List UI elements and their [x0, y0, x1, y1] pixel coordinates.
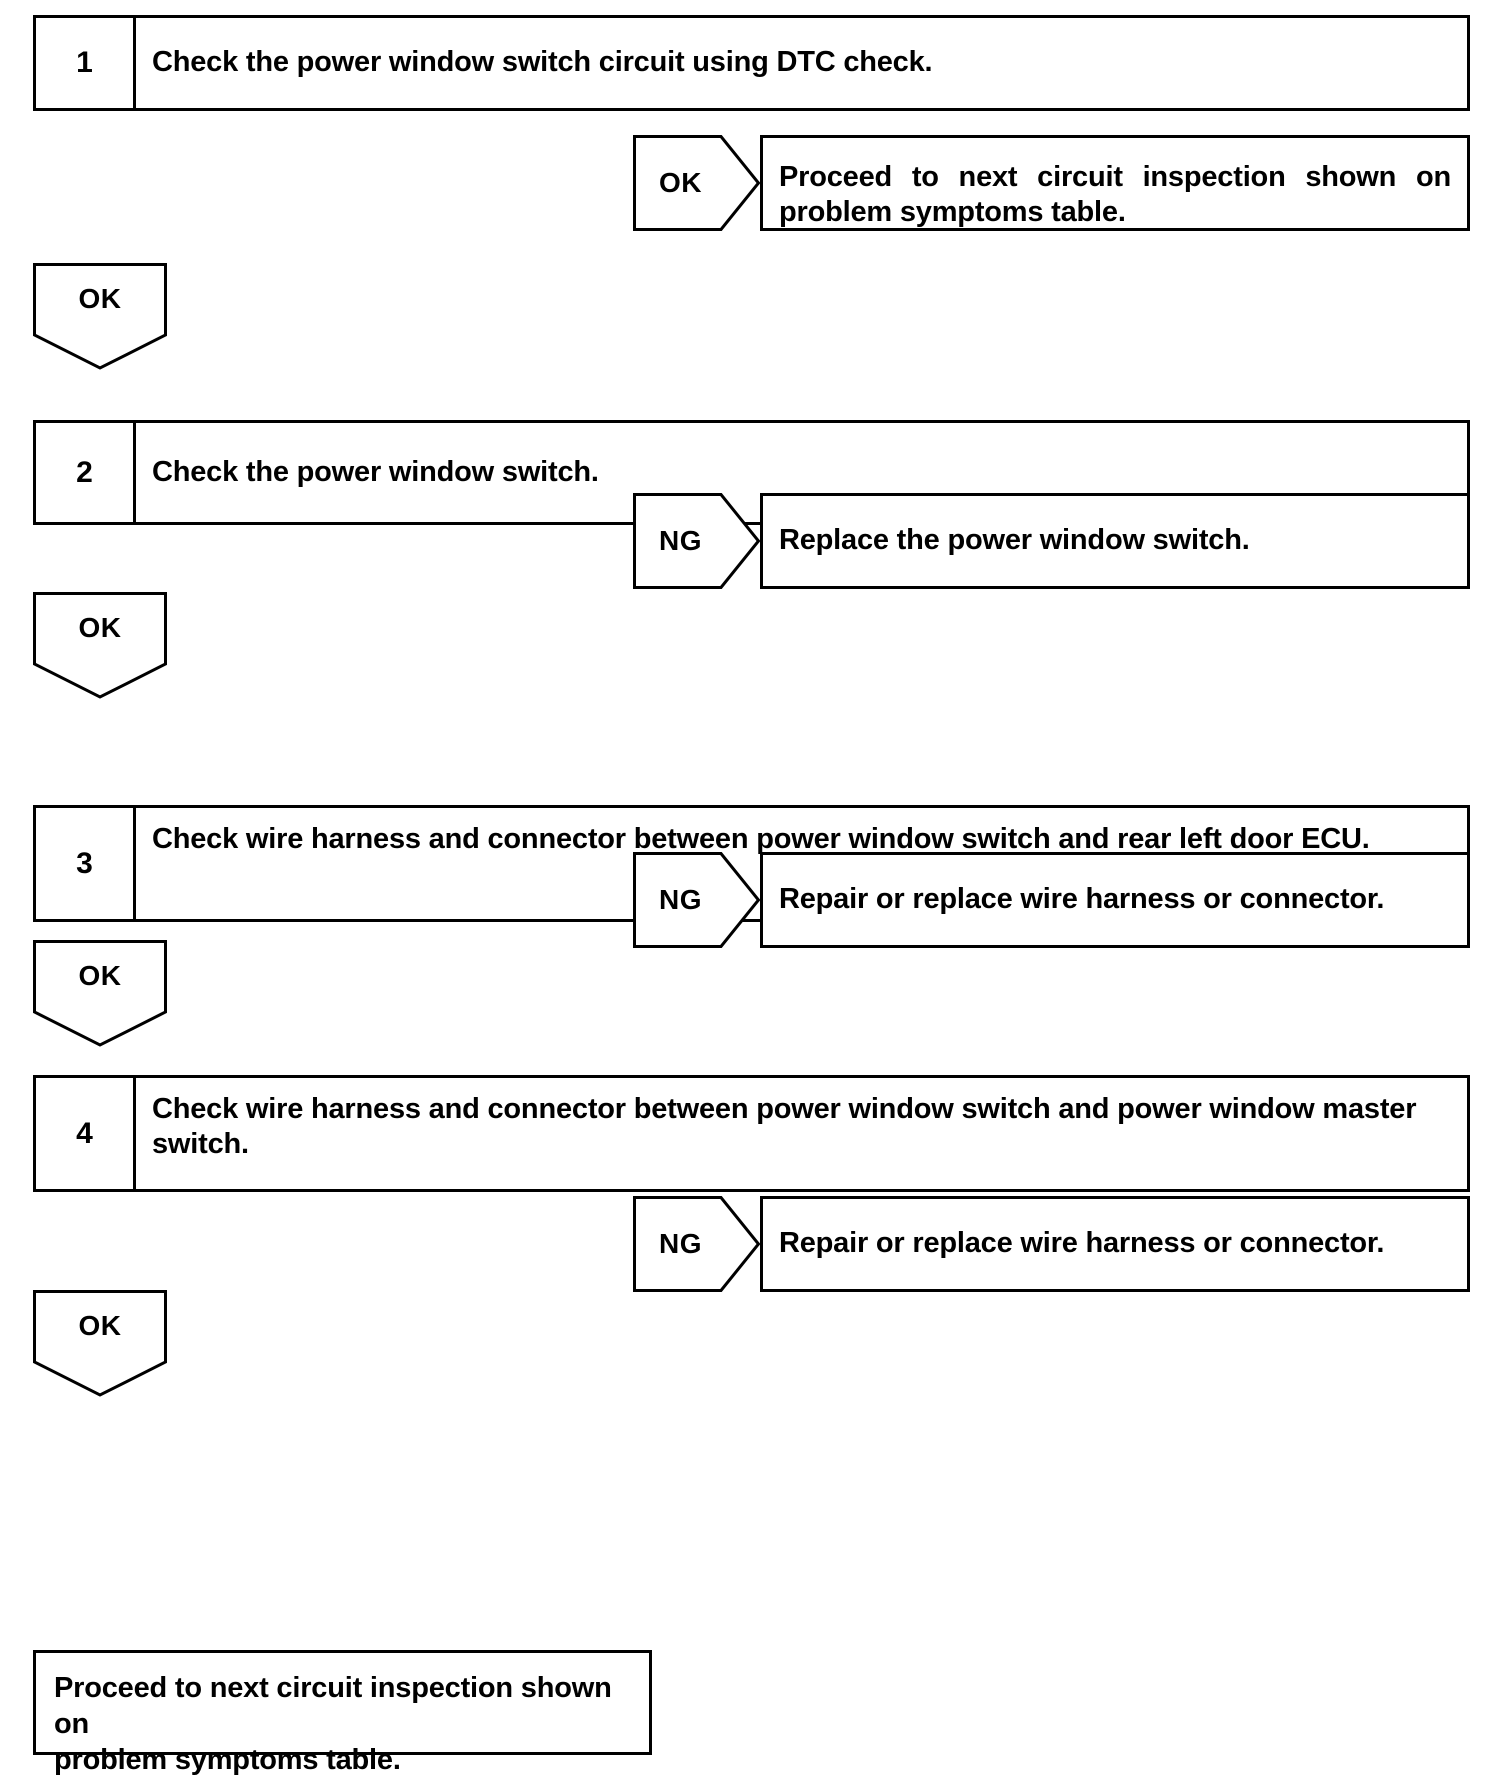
judgement-label-3: NG: [659, 884, 702, 915]
branch-row-3: NG Repair or replace wire harness or con…: [633, 852, 1470, 948]
result-box-2: Replace the power window switch.: [760, 493, 1470, 589]
step-text-4: Check wire harness and connector between…: [152, 1093, 1417, 1161]
branch-row-4: NG Repair or replace wire harness or con…: [633, 1196, 1470, 1292]
continue-label-2: OK: [78, 612, 122, 643]
continue-label-1: OK: [78, 283, 122, 314]
continue-pennant-3: OK: [33, 940, 167, 1047]
step-box-2: 2 Check the power window switch.: [33, 420, 1470, 525]
step-text-3: Check wire harness and connector between…: [152, 823, 1370, 855]
continue-pennant-1: OK: [33, 263, 167, 370]
judgement-label-4: NG: [659, 1228, 702, 1259]
terminal-box: Proceed to next circuit inspection shown…: [33, 1650, 652, 1776]
step-box-4: 4 Check wire harness and connector betwe…: [33, 1075, 1470, 1192]
result-box-1: Proceed to next circuit inspection shown…: [760, 135, 1470, 231]
result-box-2-line1: Replace the power window switch.: [779, 524, 1250, 557]
continue-pennant-2: OK: [33, 592, 167, 699]
branch-row-2: NG Replace the power window switch.: [633, 493, 1470, 589]
judgement-pennant-4: NG: [633, 1196, 760, 1292]
step-box-1: 1 Check the power window switch circuit …: [33, 15, 1470, 111]
continue-label-3: OK: [78, 960, 122, 991]
step-number-3: 3: [36, 808, 136, 919]
judgement-label-2: NG: [659, 525, 702, 556]
result-box-1-line2: problem symptoms table.: [779, 196, 1126, 229]
result-box-3-line1: Repair or replace wire harness or connec…: [779, 883, 1385, 916]
result-box-4-line1: Repair or replace wire harness or connec…: [779, 1227, 1385, 1260]
step-number-1: 1: [36, 18, 136, 108]
step-number-4: 4: [36, 1078, 136, 1189]
continue-label-4: OK: [78, 1310, 122, 1341]
terminal-line1: Proceed to next circuit inspection shown…: [54, 1672, 612, 1740]
result-box-1-line1: Proceed to next circuit inspection shown…: [779, 161, 1451, 193]
step-number-2: 2: [36, 423, 136, 522]
step-text-2: Check the power window switch.: [152, 455, 599, 488]
continue-pennant-4: OK: [33, 1290, 167, 1397]
judgement-pennant-2: NG: [633, 493, 760, 589]
result-box-3: Repair or replace wire harness or connec…: [760, 852, 1470, 948]
terminal-line2: problem symptoms table.: [54, 1743, 401, 1776]
judgement-pennant-1: OK: [633, 135, 760, 231]
judgement-label-1: OK: [659, 167, 702, 198]
result-box-4: Repair or replace wire harness or connec…: [760, 1196, 1470, 1292]
judgement-pennant-3: NG: [633, 852, 760, 948]
step-text-1: Check the power window switch circuit us…: [152, 46, 933, 79]
branch-row-1: OK Proceed to next circuit inspection sh…: [633, 135, 1470, 231]
